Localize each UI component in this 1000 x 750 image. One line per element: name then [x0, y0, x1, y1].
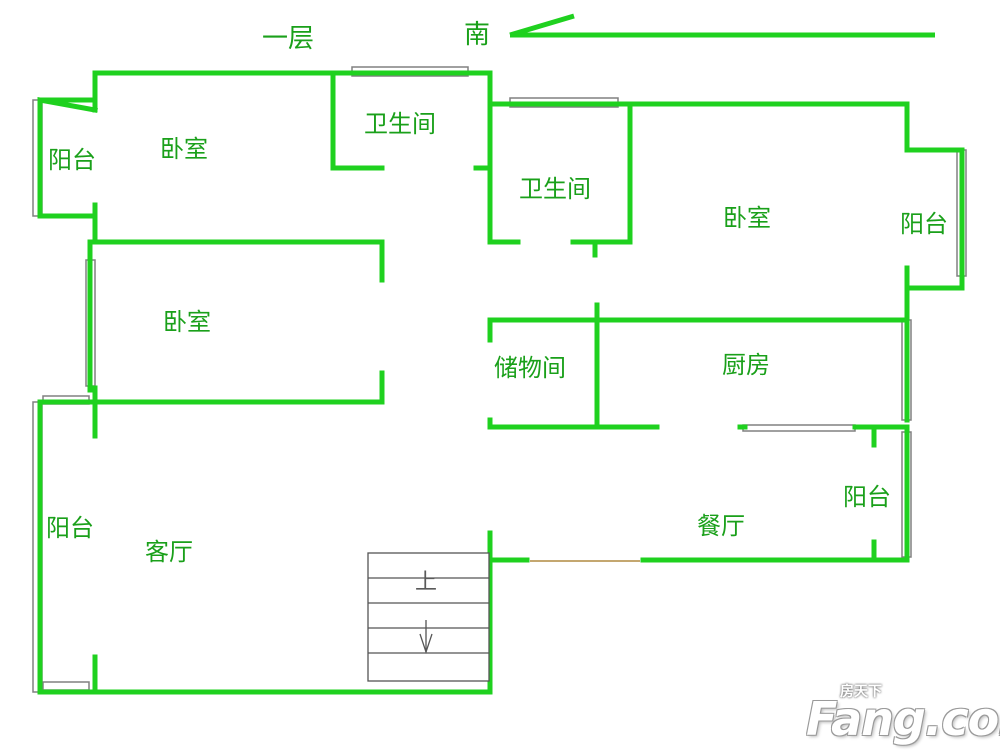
room-label-bathroom-mid: 卫生间 [519, 175, 591, 203]
stair-up-label: 上 [415, 570, 438, 595]
staircase [367, 552, 490, 682]
room-label-dining: 餐厅 [697, 512, 745, 540]
room-label-bathroom-top: 卫生间 [364, 110, 436, 138]
stair-down-arrow-icon [419, 620, 433, 655]
fang-logo: 房天下 Fang.com [806, 676, 1000, 746]
room-label-bedroom-top-left: 卧室 [160, 135, 208, 163]
walls [37, 70, 965, 695]
room-label-balcony-right: 阳台 [900, 210, 948, 238]
room-label-kitchen: 厨房 [722, 351, 770, 379]
stair-down-label: 下 [415, 626, 437, 648]
watermark-cn: 房天下 [840, 684, 882, 700]
room-label-storage: 储物间 [494, 354, 566, 382]
south-arrow-icon [509, 13, 935, 38]
room-label-balcony-left: 阳台 [46, 514, 94, 542]
room-label-balcony-dining: 阳台 [843, 483, 891, 511]
watermark-en: Fang.com [806, 692, 1000, 746]
room-label-balcony-top-left: 阳台 [48, 146, 96, 174]
room-label-bedroom-right: 卧室 [723, 204, 771, 232]
room-label-living: 客厅 [145, 538, 193, 566]
floor-label: 一层 [262, 24, 315, 54]
south-label: 南 [464, 20, 491, 50]
room-label-bedroom-mid-left: 卧室 [163, 308, 211, 336]
